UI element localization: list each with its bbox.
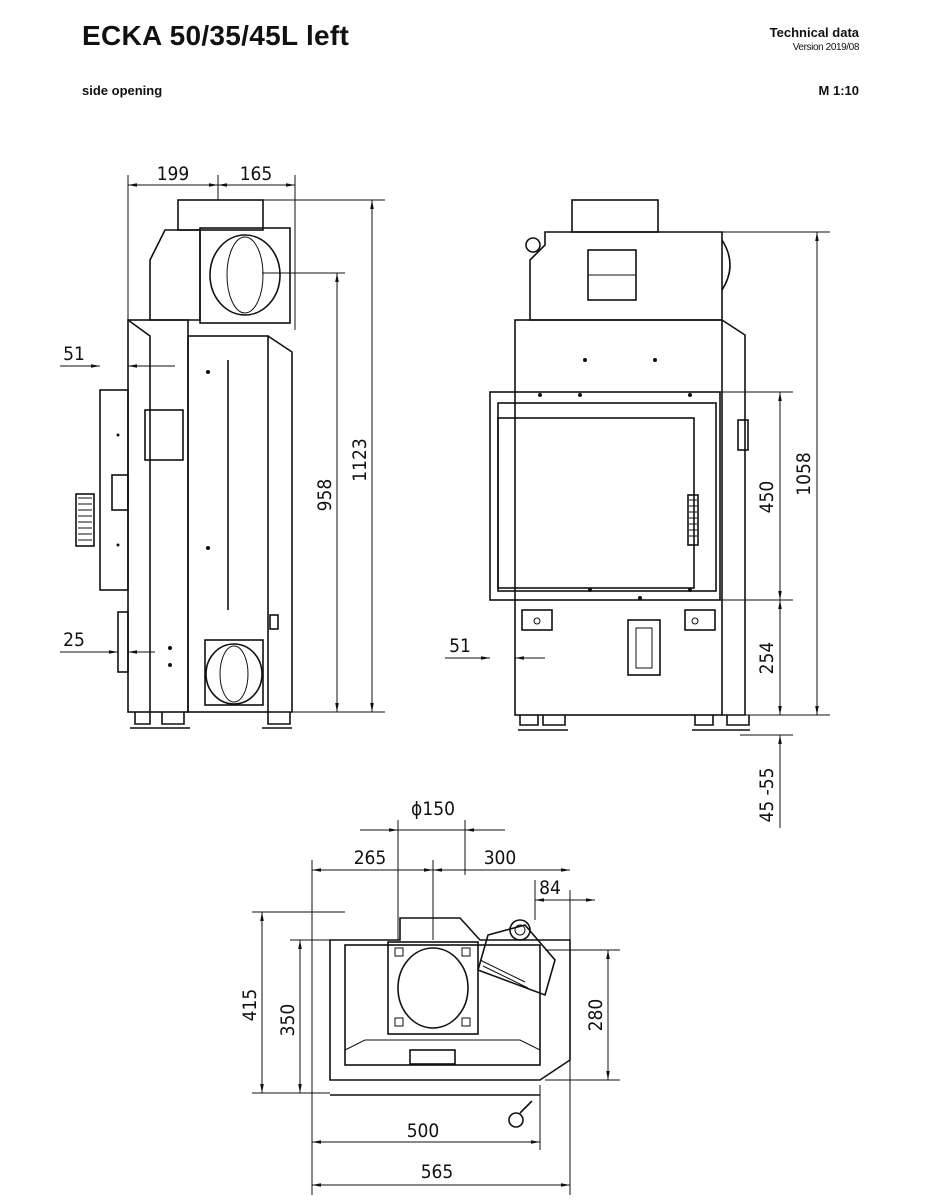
version: Version 2019/08 <box>792 42 860 53</box>
dim-265: 265 <box>354 847 387 869</box>
side-view: 199 165 1123 958 51 25 <box>60 163 385 729</box>
dim-565: 565 <box>421 1161 454 1183</box>
top-view: ϕ150 265 300 84 415 350 280 500 565 <box>239 798 620 1195</box>
dim-165: 165 <box>240 163 273 185</box>
dim-199: 199 <box>157 163 190 185</box>
page-subtitle: side opening <box>82 83 163 98</box>
dim-51-front: 51 <box>449 635 471 657</box>
dim-51-side: 51 <box>63 343 85 365</box>
doc-type: Technical data <box>769 25 859 40</box>
scale: M 1:10 <box>818 83 859 98</box>
dim-254: 254 <box>756 642 778 675</box>
dim-450: 450 <box>756 481 778 514</box>
dim-415: 415 <box>239 989 261 1022</box>
dim-25: 25 <box>63 629 85 651</box>
page-title: ECKA 50/35/45L left <box>82 20 350 51</box>
dim-350: 350 <box>277 1004 299 1037</box>
dim-1058: 1058 <box>793 452 815 496</box>
dim-300: 300 <box>484 847 517 869</box>
front-view: 1058 450 254 45 -55 51 <box>445 199 830 828</box>
dim-45-55: 45 -55 <box>756 767 778 822</box>
dim-84: 84 <box>539 877 561 899</box>
dim-phi150: ϕ150 <box>411 798 455 820</box>
dim-500: 500 <box>407 1120 440 1142</box>
dim-958: 958 <box>314 479 336 512</box>
dim-1123: 1123 <box>349 438 371 482</box>
dim-280: 280 <box>585 999 607 1032</box>
